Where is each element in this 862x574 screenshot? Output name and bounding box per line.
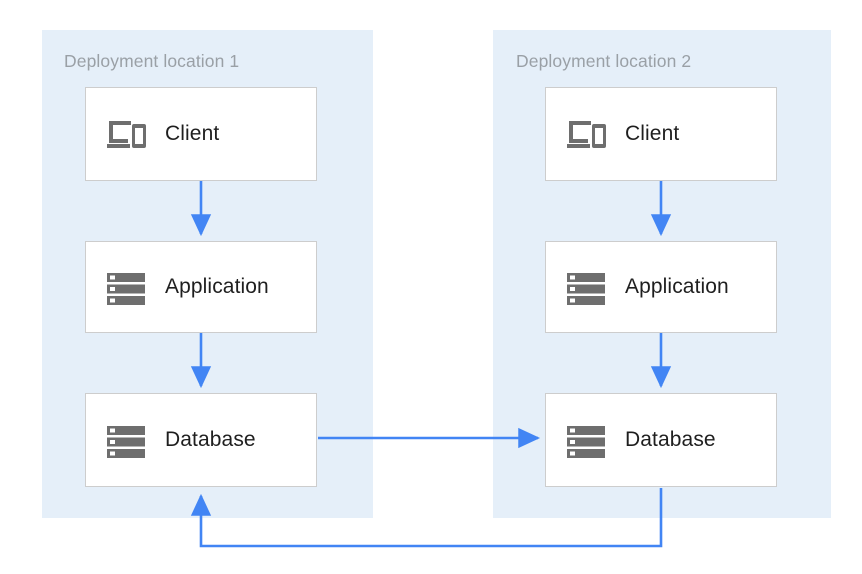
server-stack-icon [564, 265, 608, 309]
node-database-1[interactable]: Database [85, 393, 317, 487]
devices-icon [564, 112, 608, 156]
server-stack-icon [564, 418, 608, 462]
node-client-2[interactable]: Client [545, 87, 777, 181]
node-client-2-label: Client [625, 122, 680, 145]
node-application-2[interactable]: Application [545, 241, 777, 333]
node-database-2[interactable]: Database [545, 393, 777, 487]
node-application-1[interactable]: Application [85, 241, 317, 333]
node-database-1-label: Database [165, 428, 256, 451]
node-database-2-label: Database [625, 428, 716, 451]
deployment-region-2-label: Deployment location 2 [516, 51, 692, 71]
node-application-2-label: Application [625, 275, 729, 298]
node-client-1-label: Client [165, 122, 220, 145]
server-stack-icon [104, 418, 148, 462]
devices-icon [104, 112, 148, 156]
node-application-1-label: Application [165, 275, 269, 298]
node-client-1[interactable]: Client [85, 87, 317, 181]
server-stack-icon [104, 265, 148, 309]
deployment-region-1-label: Deployment location 1 [64, 51, 240, 71]
